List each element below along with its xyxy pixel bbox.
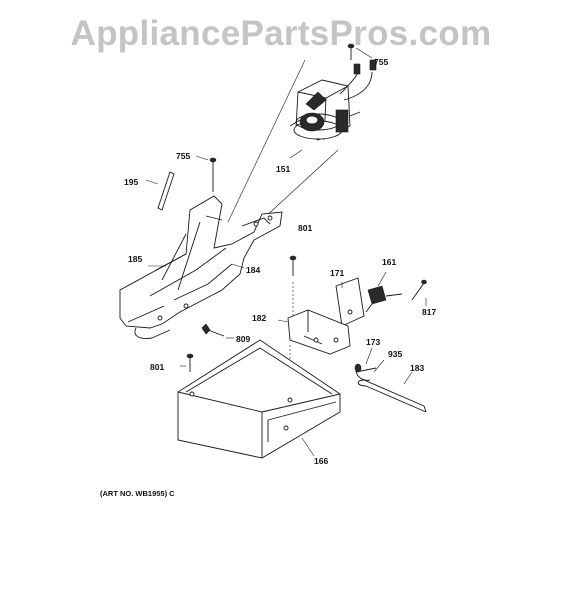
pin-195[interactable]: [157, 171, 175, 211]
callout-801-upper: 801: [298, 223, 312, 233]
screw-755-top[interactable]: [347, 43, 355, 60]
callout-184: 184: [246, 265, 260, 275]
callout-935: 935: [388, 349, 402, 359]
callout-195: 195: [124, 177, 138, 187]
callout-leaders: [145, 47, 427, 457]
callout-817: 817: [422, 307, 436, 317]
screw-801-upper[interactable]: [289, 255, 297, 276]
callout-755-left: 755: [176, 151, 190, 161]
callout-151: 151: [276, 164, 290, 174]
callout-801-lower: 801: [150, 362, 164, 372]
plate-171[interactable]: [335, 277, 365, 327]
switch-161[interactable]: [365, 285, 403, 313]
screw-809[interactable]: [201, 323, 225, 337]
callout-166: 166: [314, 456, 328, 466]
watermark: AppliancePartsPros.com: [70, 14, 492, 53]
screw-801-lower[interactable]: [186, 353, 194, 372]
screw-817[interactable]: [411, 279, 427, 301]
callout-171: 171: [330, 268, 344, 278]
callout-183: 183: [410, 363, 424, 373]
callout-182: 182: [252, 313, 266, 323]
leader-lines-motor: [227, 59, 339, 223]
art-number-label: (ART NO. WB1955) C: [100, 489, 175, 498]
callout-161: 161: [382, 257, 396, 267]
tray-166[interactable]: [177, 339, 341, 459]
callout-755-top: 755: [374, 57, 388, 67]
clip-173[interactable]: [354, 363, 377, 381]
callout-809: 809: [236, 334, 250, 344]
motor-assembly-151[interactable]: [289, 59, 377, 141]
callout-173: 173: [366, 337, 380, 347]
callout-185: 185: [128, 254, 142, 264]
bracket-182[interactable]: [287, 309, 351, 355]
mounting-bracket-185[interactable]: [119, 195, 283, 339]
screw-755-left[interactable]: [209, 157, 217, 192]
rod-183[interactable]: [357, 379, 427, 413]
